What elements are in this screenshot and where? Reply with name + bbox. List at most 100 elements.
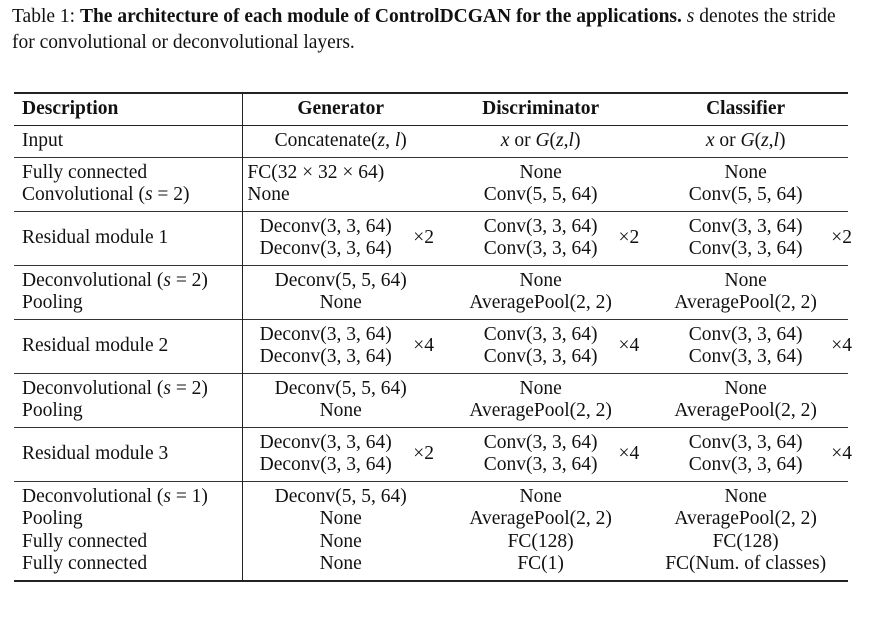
cell-line: Concatenate(z, l) bbox=[274, 130, 407, 151]
cell-line: None bbox=[319, 553, 362, 574]
cell-line: Deconv(3, 3, 64) bbox=[259, 238, 392, 259]
cell-line: Convolutional (s = 2) bbox=[22, 184, 190, 205]
cell-line: Conv(3, 3, 64) bbox=[688, 238, 803, 259]
cell-line: x or G(z,l) bbox=[705, 130, 786, 151]
cell-line: None bbox=[724, 161, 767, 183]
header-generator: Generator bbox=[297, 98, 384, 120]
cell-line: Deconv(3, 3, 64) bbox=[259, 454, 392, 475]
layer-pair: Conv(3, 3, 64)Conv(3, 3, 64) bbox=[689, 324, 803, 369]
description-cell: Deconvolutional (s = 2)Pooling bbox=[14, 373, 244, 427]
layer-pair: Deconv(3, 3, 64)Deconv(3, 3, 64) bbox=[260, 432, 392, 477]
description-cell: Input bbox=[14, 125, 244, 157]
header-discriminator: Discriminator bbox=[482, 98, 600, 120]
header-row: Description Generator Discriminator Clas… bbox=[14, 93, 848, 126]
classifier-cell: Conv(3, 3, 64)Conv(3, 3, 64) ×4 bbox=[643, 319, 852, 373]
layer-pair: Conv(3, 3, 64)Conv(3, 3, 64) bbox=[484, 216, 598, 261]
cell-line: None bbox=[519, 161, 562, 183]
cell-line: Deconv(5, 5, 64) bbox=[274, 377, 407, 399]
description-cell: Residual module 2 bbox=[14, 319, 244, 373]
repeat-multiplier: ×4 bbox=[413, 334, 434, 356]
layer-pair: Conv(3, 3, 64)Conv(3, 3, 64) bbox=[689, 216, 803, 261]
cell-line: FC(Num. of classes) bbox=[665, 553, 827, 574]
cell-line: Conv(5, 5, 64) bbox=[688, 184, 803, 205]
discriminator-cell: Conv(3, 3, 64)Conv(3, 3, 64)×4 bbox=[438, 319, 643, 373]
cell-line: Conv(3, 3, 64) bbox=[688, 215, 803, 237]
cell-line: Fully connected bbox=[22, 161, 148, 183]
cell-line: Deconvolutional (s = 2) bbox=[22, 269, 208, 291]
caption-label: Table 1: bbox=[12, 6, 76, 27]
repeat-multiplier: ×4 bbox=[618, 442, 640, 464]
discriminator-cell: Conv(3, 3, 64)Conv(3, 3, 64) ×4 bbox=[438, 427, 643, 481]
cell-line: Conv(3, 3, 64) bbox=[483, 431, 598, 453]
cell-line: Conv(5, 5, 64) bbox=[483, 184, 598, 205]
description-cell: Residual module 1 bbox=[14, 211, 244, 265]
cell-line: Conv(3, 3, 64) bbox=[483, 323, 598, 345]
classifier-cell: Conv(3, 3, 64)Conv(3, 3, 64) ×4 bbox=[643, 427, 852, 481]
cell-line: Input bbox=[22, 130, 64, 151]
cell-line: Deconvolutional (s = 2) bbox=[22, 377, 208, 399]
cell-line: None bbox=[247, 184, 290, 205]
cell-line: AveragePool(2, 2) bbox=[674, 292, 817, 313]
layer-pair: Deconv(3, 3, 64)Deconv(3, 3, 64) bbox=[260, 324, 392, 369]
cell-line: Conv(3, 3, 64) bbox=[483, 238, 598, 259]
description-cell: Residual module 3 bbox=[14, 427, 244, 481]
cell-line: FC(128) bbox=[507, 530, 574, 552]
caption-variable: s bbox=[686, 6, 695, 27]
cell-line: None bbox=[519, 377, 562, 399]
table-row: Residual module 1 Deconv(3, 3, 64)Deconv(… bbox=[14, 211, 852, 265]
cell-line: Residual module 3 bbox=[22, 442, 169, 464]
cell-line: None bbox=[724, 377, 767, 399]
cell-line: AveragePool(2, 2) bbox=[469, 400, 612, 421]
cell-line: Residual module 2 bbox=[22, 334, 169, 356]
description-cell: Deconvolutional (s = 2)Pooling bbox=[14, 265, 244, 319]
architecture-table: Description Generator Discriminator Clas… bbox=[14, 92, 852, 582]
cell-line: Conv(3, 3, 64) bbox=[688, 454, 803, 475]
repeat-multiplier: ×2 bbox=[413, 226, 434, 248]
cell-line: AveragePool(2, 2) bbox=[469, 508, 612, 529]
cell-line: Deconv(3, 3, 64) bbox=[259, 323, 392, 345]
cell-line: None bbox=[319, 400, 362, 421]
header-classifier: Classifier bbox=[706, 98, 786, 120]
layer-pair: Conv(3, 3, 64)Conv(3, 3, 64) bbox=[689, 432, 803, 477]
generator-cell: Deconv(5, 5, 64)None bbox=[243, 265, 438, 319]
cell-line: Residual module 1 bbox=[22, 226, 169, 248]
table-row: Deconvolutional (s = 2)Pooling Deconv(5, … bbox=[14, 373, 848, 427]
cell-line: Conv(3, 3, 64) bbox=[688, 323, 803, 345]
cell-line: Deconvolutional (s = 1) bbox=[22, 485, 208, 507]
discriminator-cell: x or G(z,l) bbox=[438, 126, 643, 158]
cell-line: FC(128) bbox=[712, 530, 779, 552]
cell-line: Pooling bbox=[22, 508, 83, 529]
cell-line: Deconv(3, 3, 64) bbox=[259, 431, 392, 453]
repeat-multiplier: ×4 bbox=[831, 334, 852, 356]
layer-pair: Conv(3, 3, 64)Conv(3, 3, 64) bbox=[484, 324, 598, 369]
cell-line: Fully connected bbox=[22, 530, 148, 552]
cell-line: Deconv(3, 3, 64) bbox=[259, 215, 392, 237]
table-row: Residual module 2 Deconv(3, 3, 64)Deconv(… bbox=[14, 319, 852, 373]
cell-line: None bbox=[319, 292, 362, 313]
layer-pair: Deconv(3, 3, 64)Deconv(3, 3, 64) bbox=[260, 216, 392, 261]
cell-line: Fully connected bbox=[22, 553, 148, 574]
cell-line: Deconv(3, 3, 64) bbox=[259, 346, 392, 367]
repeat-multiplier: ×2 bbox=[831, 226, 852, 248]
header-description: Description bbox=[14, 93, 244, 126]
repeat-multiplier: ×4 bbox=[831, 442, 852, 464]
cell-line: None bbox=[724, 269, 767, 291]
cell-line: AveragePool(2, 2) bbox=[674, 508, 817, 529]
cell-line: None bbox=[519, 485, 562, 507]
table-caption: Table 1: The architecture of each module… bbox=[12, 4, 862, 56]
repeat-multiplier: ×2 bbox=[618, 226, 640, 248]
cell-line: AveragePool(2, 2) bbox=[469, 292, 612, 313]
caption-title: The architecture of each module of Contr… bbox=[79, 6, 682, 27]
cell-line: Conv(3, 3, 64) bbox=[483, 454, 598, 475]
